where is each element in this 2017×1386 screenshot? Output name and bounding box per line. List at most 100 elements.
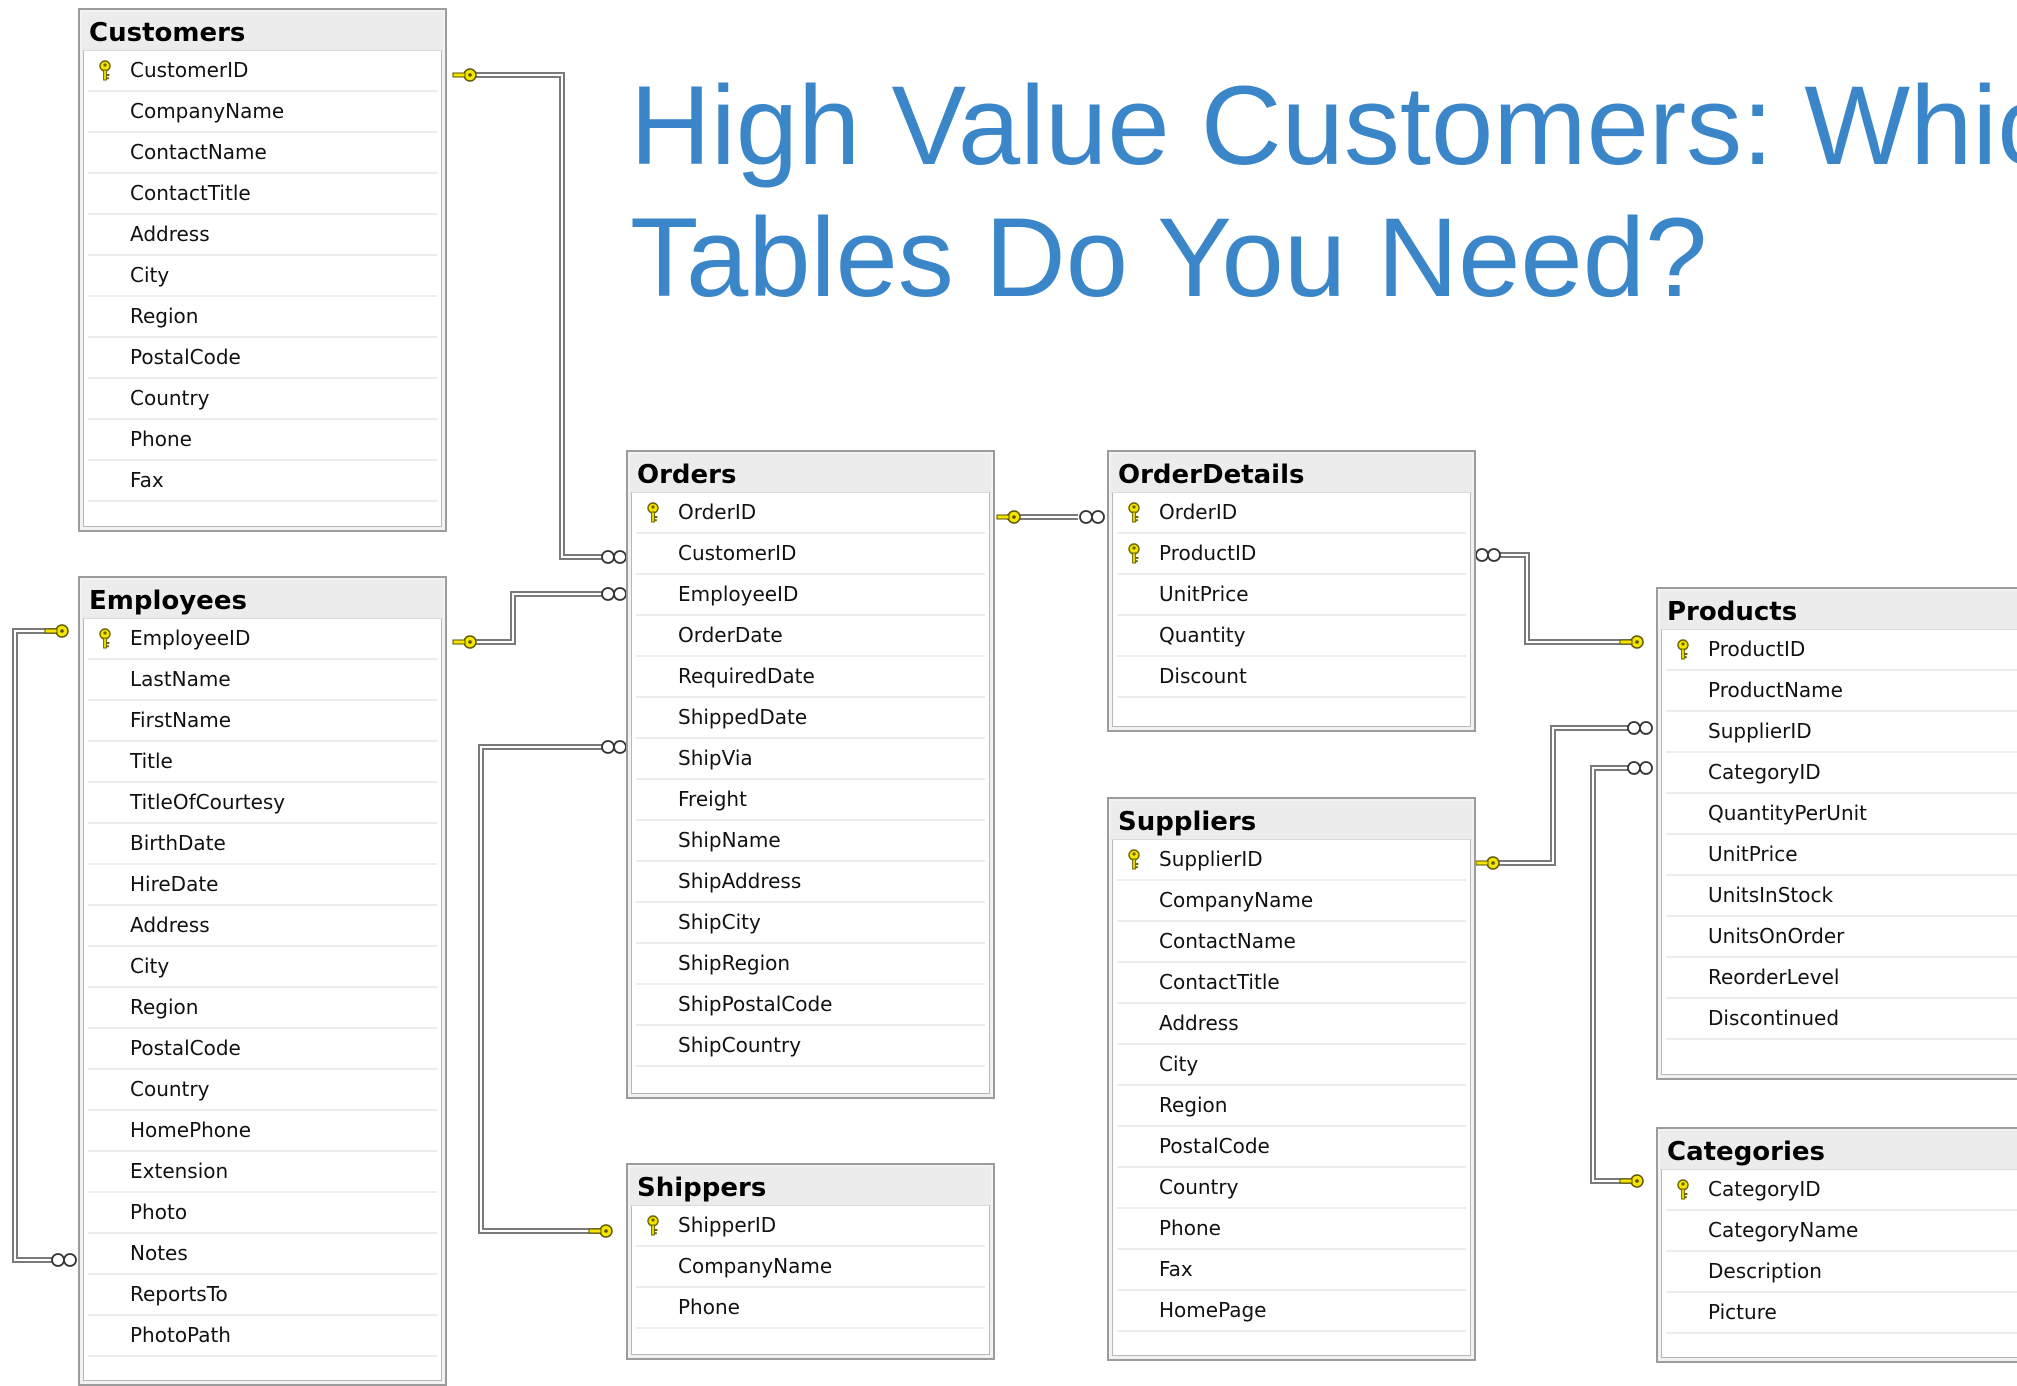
column-row[interactable]: ShipperID — [636, 1206, 985, 1247]
column-icon-slot — [88, 947, 122, 984]
column-name: ContactName — [130, 140, 267, 164]
column-icon-slot — [1117, 1209, 1151, 1246]
column-name: UnitPrice — [1708, 842, 1798, 866]
column-row[interactable]: Address — [88, 906, 437, 947]
column-row[interactable]: Discontinued — [1666, 999, 2017, 1040]
column-row[interactable]: CategoryID — [1666, 1170, 2017, 1211]
column-row[interactable]: ShipCountry — [636, 1026, 985, 1067]
column-row[interactable]: Country — [88, 379, 437, 420]
column-row[interactable]: Description — [1666, 1252, 2017, 1293]
column-row[interactable]: Notes — [88, 1234, 437, 1275]
column-icon-slot — [88, 1070, 122, 1107]
column-name: BirthDate — [130, 831, 226, 855]
column-row[interactable]: Country — [88, 1070, 437, 1111]
column-row[interactable]: ShipName — [636, 821, 985, 862]
column-row[interactable]: Address — [1117, 1004, 1466, 1045]
column-row[interactable]: ContactName — [88, 133, 437, 174]
column-row[interactable]: ContactTitle — [88, 174, 437, 215]
column-row[interactable]: ProductName — [1666, 671, 2017, 712]
column-row[interactable]: OrderID — [636, 493, 985, 534]
table-title: Products — [1660, 591, 2017, 630]
column-row[interactable]: Extension — [88, 1152, 437, 1193]
column-row[interactable]: City — [88, 947, 437, 988]
many-end-infinity-icon — [1627, 761, 1653, 775]
column-row[interactable]: Phone — [1117, 1209, 1466, 1250]
column-row[interactable]: Phone — [88, 420, 437, 461]
column-name: Notes — [130, 1241, 188, 1265]
column-row[interactable]: PostalCode — [1117, 1127, 1466, 1168]
column-row[interactable]: UnitsInStock — [1666, 876, 2017, 917]
column-row[interactable]: HomePhone — [88, 1111, 437, 1152]
column-row[interactable]: Fax — [88, 461, 437, 502]
column-row[interactable]: ContactTitle — [1117, 963, 1466, 1004]
column-row[interactable]: PhotoPath — [88, 1316, 437, 1357]
column-row[interactable]: Photo — [88, 1193, 437, 1234]
column-row[interactable]: Quantity — [1117, 616, 1466, 657]
column-row[interactable]: ShipPostalCode — [636, 985, 985, 1026]
column-row[interactable]: Region — [88, 988, 437, 1029]
column-row[interactable]: EmployeeID — [88, 619, 437, 660]
column-row[interactable]: CustomerID — [636, 534, 985, 575]
column-row[interactable]: CompanyName — [1117, 881, 1466, 922]
column-row[interactable]: CategoryName — [1666, 1211, 2017, 1252]
table-title: Categories — [1660, 1131, 2017, 1170]
column-row[interactable]: EmployeeID — [636, 575, 985, 616]
column-row[interactable]: ProductID — [1117, 534, 1466, 575]
column-row[interactable]: ReorderLevel — [1666, 958, 2017, 999]
column-row[interactable]: ShipRegion — [636, 944, 985, 985]
column-row[interactable]: Discount — [1117, 657, 1466, 698]
column-row[interactable]: UnitsOnOrder — [1666, 917, 2017, 958]
column-icon-slot — [636, 780, 670, 817]
column-row[interactable]: City — [1117, 1045, 1466, 1086]
column-row[interactable]: Title — [88, 742, 437, 783]
column-row[interactable]: SupplierID — [1117, 840, 1466, 881]
column-row[interactable]: Country — [1117, 1168, 1466, 1209]
column-row[interactable]: Region — [1117, 1086, 1466, 1127]
column-row[interactable]: LastName — [88, 660, 437, 701]
column-row[interactable]: QuantityPerUnit — [1666, 794, 2017, 835]
column-name: SupplierID — [1708, 719, 1812, 743]
many-end-infinity-icon — [601, 587, 627, 601]
column-row[interactable]: UnitPrice — [1117, 575, 1466, 616]
column-row[interactable]: SupplierID — [1666, 712, 2017, 753]
column-row[interactable]: CustomerID — [88, 51, 437, 92]
column-row[interactable]: ReportsTo — [88, 1275, 437, 1316]
column-row[interactable]: OrderDate — [636, 616, 985, 657]
column-row[interactable]: TitleOfCourtesy — [88, 783, 437, 824]
column-row[interactable]: PostalCode — [88, 1029, 437, 1070]
column-row[interactable]: PostalCode — [88, 338, 437, 379]
column-row[interactable]: Address — [88, 215, 437, 256]
column-row[interactable]: BirthDate — [88, 824, 437, 865]
column-row[interactable]: ShipAddress — [636, 862, 985, 903]
column-row[interactable]: ShipVia — [636, 739, 985, 780]
primary-key-icon — [1117, 493, 1151, 530]
column-row[interactable]: Region — [88, 297, 437, 338]
column-row[interactable]: Fax — [1117, 1250, 1466, 1291]
column-row[interactable]: CompanyName — [636, 1247, 985, 1288]
column-row[interactable]: City — [88, 256, 437, 297]
column-row[interactable]: CompanyName — [88, 92, 437, 133]
column-row[interactable]: HireDate — [88, 865, 437, 906]
column-row[interactable]: Picture — [1666, 1293, 2017, 1334]
column-row[interactable]: ContactName — [1117, 922, 1466, 963]
column-row[interactable]: Phone — [636, 1288, 985, 1329]
column-row[interactable]: RequiredDate — [636, 657, 985, 698]
column-row[interactable]: Freight — [636, 780, 985, 821]
column-row[interactable]: CategoryID — [1666, 753, 2017, 794]
column-row[interactable]: FirstName — [88, 701, 437, 742]
column-row[interactable]: ProductID — [1666, 630, 2017, 671]
slide-title: High Value Customers: Which Tables Do Yo… — [630, 60, 2017, 324]
column-row[interactable]: HomePage — [1117, 1291, 1466, 1332]
column-row[interactable]: UnitPrice — [1666, 835, 2017, 876]
column-row[interactable]: OrderID — [1117, 493, 1466, 534]
column-row[interactable]: ShipCity — [636, 903, 985, 944]
column-row[interactable]: ShippedDate — [636, 698, 985, 739]
